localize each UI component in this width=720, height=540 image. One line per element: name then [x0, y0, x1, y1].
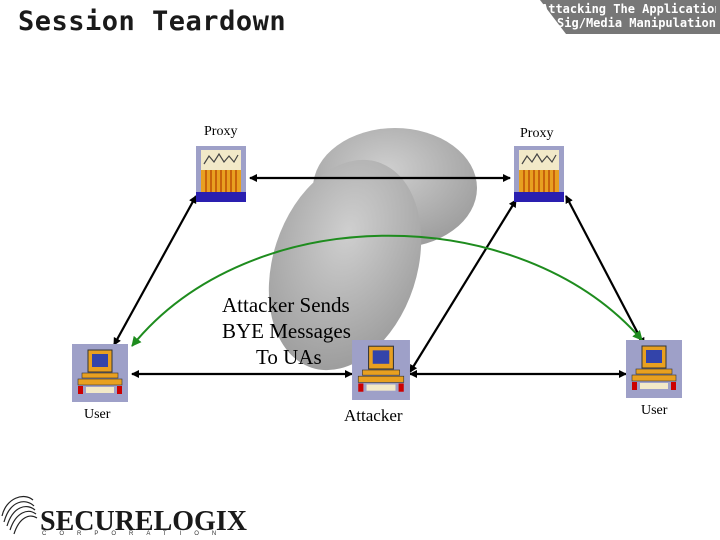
proxy-left-label: Proxy: [204, 124, 238, 139]
banner-line-1: Attacking The Application: [541, 2, 716, 16]
proxy-right-label: Proxy: [520, 126, 554, 141]
annotation-line-2: BYE Messages: [222, 319, 351, 343]
company-logo-text: SECURELOGIX: [40, 506, 247, 537]
annotation-line-3: To UAs: [256, 345, 322, 369]
media-arc: [131, 234, 643, 347]
section-banner: Attacking The Application Sig/Media Mani…: [541, 2, 716, 30]
attacker-label: Attacker: [344, 406, 403, 425]
proxy-server-icon: [514, 146, 564, 202]
slide-title: Session Teardown: [18, 6, 287, 37]
user-left-label: User: [84, 407, 111, 422]
link-proxy-right-user-right: [565, 195, 645, 346]
user-computer-icon: [626, 340, 682, 398]
attacker-computer-icon: [352, 340, 410, 400]
banner-line-2: Sig/Media Manipulation: [557, 16, 716, 30]
securelogix-logo-mark: [1, 495, 38, 535]
proxy-server-icon: [196, 146, 246, 202]
link-proxy-left-user-left: [113, 195, 197, 346]
company-logo-subtitle: CORPORATION: [42, 531, 230, 537]
user-right-label: User: [641, 403, 668, 418]
annotation-line-1: Attacker Sends: [222, 293, 350, 317]
header-banner: [540, 0, 720, 34]
user-computer-icon: [72, 344, 128, 402]
